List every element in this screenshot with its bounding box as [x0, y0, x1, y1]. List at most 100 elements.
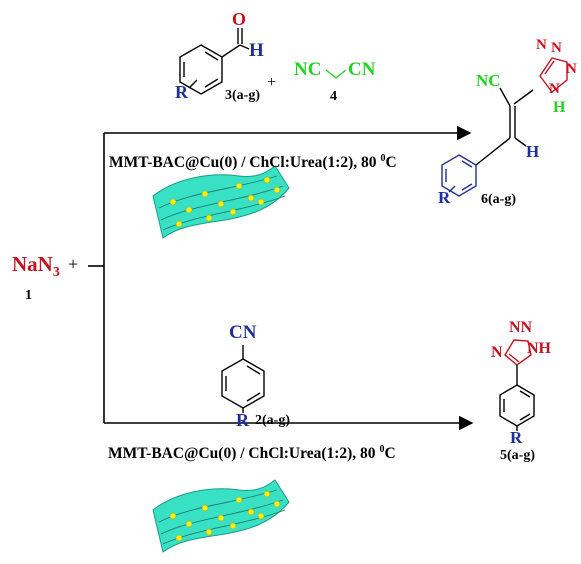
product-5-r-group: R	[510, 428, 523, 447]
catalyst-dots	[169, 490, 281, 542]
product-6-r-bond	[448, 185, 456, 193]
catalyst-dot	[273, 500, 281, 508]
catalyst-layer-line	[160, 185, 284, 221]
catalyst-dot	[263, 176, 271, 184]
catalyst-sheet-top	[152, 165, 290, 239]
aldehyde-r-bond	[188, 79, 198, 89]
malononitrile-chain	[325, 69, 347, 79]
product-6-vinyl-h-bond	[514, 137, 527, 147]
nitrile-benzene-ring	[221, 358, 265, 409]
product-5-structure	[499, 339, 535, 431]
catalyst-dot	[247, 194, 255, 202]
catalyst-dot	[257, 512, 265, 520]
product-6-ring-double-bond	[544, 60, 555, 75]
product-5-tetrazole-n: N	[491, 344, 503, 361]
aldehyde-r-group: R	[175, 82, 188, 102]
nitrile-cn-group: CN	[229, 322, 257, 343]
bottom-conditions-degree: 0	[379, 444, 385, 455]
malononitrile-bonds	[325, 69, 347, 79]
nitrile-label: 2(a-g)	[255, 413, 290, 428]
azide-subscript: 3	[52, 265, 60, 281]
product-6-inner-bond	[461, 183, 473, 191]
malononitrile-right-cn: CN	[348, 59, 376, 80]
product-5-label: 5(a-g)	[500, 448, 535, 463]
catalyst-dot	[247, 508, 255, 516]
product-5-tetrazole-nh: NH	[527, 340, 551, 357]
catalyst-dot	[257, 198, 265, 206]
catalyst-dot	[169, 512, 177, 520]
catalyst-sheet-bottom	[152, 479, 290, 553]
catalyst-dot	[229, 208, 237, 216]
aldehyde-ch-bond	[239, 44, 250, 50]
aldehyde-hydrogen: H	[249, 40, 264, 61]
catalyst-dot	[217, 200, 225, 208]
aldehyde-oxygen: O	[232, 9, 247, 29]
product-6-tetrazole-n4: N	[549, 81, 560, 97]
product-6-tetrazole-ring	[539, 57, 568, 93]
product-6-nc-group: NC	[476, 71, 501, 90]
catalyst-dots	[169, 176, 281, 228]
product-6-vinyl-h: H	[526, 142, 540, 161]
malononitrile-left-nc: NC	[294, 59, 322, 80]
top-conditions-degree: 0	[380, 153, 386, 164]
reactant-plus-sign: +	[68, 254, 79, 274]
catalyst-dot	[263, 490, 271, 498]
aldehyde-inner-bond	[204, 78, 219, 88]
catalyst-dot	[205, 214, 213, 222]
product-5-inner-bond	[519, 390, 531, 398]
catalyst-layer-line	[162, 195, 286, 231]
nitrogen-symbol: N	[37, 252, 53, 276]
bottom-conditions-text: MMT-BAC@Cu(0) / ChCl:Urea(1:2), 80	[108, 445, 376, 463]
product-6-inner-bond	[461, 160, 473, 168]
catalyst-layer-line	[160, 499, 284, 535]
nitrile-inner-bond	[246, 365, 261, 375]
catalyst-dot	[185, 520, 193, 528]
catalyst-dot	[235, 496, 243, 504]
top-conditions-text: MMT-BAC@Cu(0) / ChCl:Urea(1:2), 80	[109, 154, 377, 172]
nitrile-inner-bond	[246, 392, 261, 402]
product-5-ring-double-bond	[508, 353, 520, 363]
product-6-label: 6(a-g)	[481, 192, 516, 207]
product-6-tetrazole-n2: N	[551, 40, 562, 56]
catalyst-dot	[273, 186, 281, 194]
sodium-symbol: Na	[12, 252, 38, 276]
aldehyde-carbonyl-bond	[221, 44, 241, 58]
catalyst-dot	[201, 190, 209, 198]
reactant-1-label: 1	[25, 288, 32, 303]
top-plus-sign: +	[267, 74, 277, 91]
product-6-r-group: R	[438, 188, 451, 207]
aldehyde-inner-bond	[204, 51, 219, 61]
catalyst-dot	[217, 514, 225, 522]
aldehyde-structure	[179, 28, 250, 95]
catalyst-dot	[235, 182, 243, 190]
catalyst-dot	[175, 220, 183, 228]
malononitrile-label: 4	[330, 89, 337, 104]
product-5-inner-bond	[519, 413, 531, 421]
catalyst-layer-line	[162, 509, 286, 545]
catalyst-dot	[185, 206, 193, 214]
top-conditions-unit: C	[385, 154, 397, 172]
bottom-conditions-unit: C	[384, 445, 396, 463]
sodium-azide-formula: NaN3	[12, 254, 60, 280]
product-6-cn-bond	[499, 87, 511, 107]
bottom-reaction-conditions: MMT-BAC@Cu(0) / ChCl:Urea(1:2), 80 0C	[108, 445, 396, 462]
nitrile-structure	[221, 345, 265, 413]
nitrile-r-group: R	[236, 410, 249, 430]
product-6-vinyl-bond	[475, 137, 511, 166]
product-5-tetrazole-ring	[504, 339, 532, 366]
product-5-benzene-ring	[499, 384, 535, 427]
product-6-tetrazole-n3: N	[566, 61, 577, 77]
product-5-tetrazole-nn: NN	[509, 319, 533, 336]
product-6-tetrazole-n1: N	[536, 37, 547, 53]
catalyst-dot	[229, 522, 237, 530]
product-6-structure	[441, 57, 568, 197]
catalyst-dot	[205, 528, 213, 536]
branch-lines	[88, 125, 474, 431]
catalyst-dot	[201, 504, 209, 512]
product-6-tetrazole-h: H	[553, 99, 566, 116]
aldehyde-label: 3(a-g)	[225, 88, 260, 103]
top-reaction-conditions: MMT-BAC@Cu(0) / ChCl:Urea(1:2), 80 0C	[109, 154, 397, 171]
product-6-tetrazole-bond	[513, 89, 534, 105]
catalyst-dot	[169, 198, 177, 206]
